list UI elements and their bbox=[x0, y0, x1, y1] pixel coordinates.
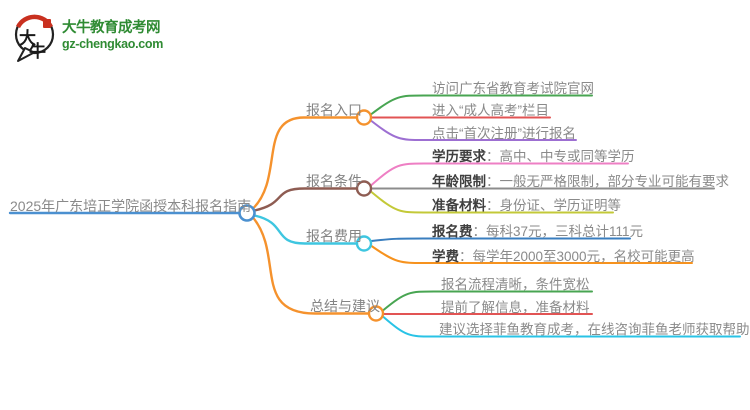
leaf-label: 报名流程清晰，条件宽松 bbox=[441, 273, 590, 293]
branch-circle-conditions[interactable] bbox=[355, 180, 373, 197]
leaf-label: 提前了解信息，准备材料 bbox=[441, 296, 590, 316]
leaf-label: 学费：每学年2000至3000元，名校可能更高 bbox=[432, 245, 695, 265]
logo-subtitle: gz-chengkao.com bbox=[62, 37, 164, 51]
leaf-label: 建议选择菲鱼教育成考，在线咨询菲鱼老师获取帮助 bbox=[439, 318, 750, 338]
leaf-line bbox=[370, 162, 629, 186]
root-node-circle[interactable] bbox=[238, 204, 256, 222]
leaf-bold: 学费 bbox=[432, 248, 459, 264]
leaf-label: 准备材料：身份证、学历证明等 bbox=[432, 194, 621, 214]
leaf-text: ：高中、中专或同等学历 bbox=[486, 149, 635, 164]
leaf-line bbox=[382, 316, 741, 338]
logo-mark-char2: 牛 bbox=[29, 41, 46, 61]
branch-label-fees: 报名费用 bbox=[306, 228, 362, 244]
leaf-text: 点击“首次注册”进行报名 bbox=[432, 125, 576, 141]
branch-circle-summary[interactable] bbox=[367, 305, 385, 322]
leaf-label: 报名费：每科37元，三科总计111元 bbox=[432, 220, 643, 240]
logo-text: 大牛教育成考网 gz-chengkao.com bbox=[62, 20, 163, 51]
branch-label-conditions: 报名条件 bbox=[306, 173, 362, 189]
branch-circle-entry[interactable] bbox=[355, 109, 373, 126]
leaf-label: 年龄限制：一般无严格限制，部分专业可能有要求 bbox=[432, 170, 729, 190]
leaf-text: ：每科37元，三科总计111元 bbox=[472, 224, 644, 239]
leaf-bold: 学历要求 bbox=[432, 149, 486, 164]
leaf-text: ：每学年2000至3000元，名校可能更高 bbox=[459, 248, 695, 264]
root-node-label: 2025年广东培正学院函授本科报名指南 bbox=[10, 197, 252, 214]
logo-bubble-tail bbox=[17, 47, 35, 62]
leaf-label: 学历要求：高中、中专或同等学历 bbox=[432, 145, 635, 165]
branch-label-summary: 总结与建议 bbox=[310, 298, 380, 314]
leaf-line bbox=[370, 120, 577, 141]
leaf-text: 建议选择菲鱼教育成考，在线咨询菲鱼老师获取帮助 bbox=[439, 322, 750, 337]
leaf-line bbox=[370, 191, 614, 214]
leaf-label: 进入“成人高考”栏目 bbox=[432, 99, 549, 119]
leaf-bold: 报名费 bbox=[432, 224, 473, 239]
branch-line-conditions bbox=[253, 187, 358, 212]
branch-circle-fees[interactable] bbox=[355, 235, 373, 252]
leaf-bold: 年龄限制 bbox=[432, 174, 486, 189]
leaf-text: 进入“成人高考”栏目 bbox=[432, 103, 549, 118]
branch-line-entry bbox=[251, 116, 358, 210]
leaf-bold: 准备材料 bbox=[432, 198, 486, 213]
logo-seal-icon bbox=[43, 19, 51, 28]
leaf-text: ：身份证、学历证明等 bbox=[486, 198, 621, 213]
logo-bubble-icon: 大 牛 bbox=[14, 14, 55, 62]
branch-line-fees bbox=[253, 214, 358, 245]
leaf-line bbox=[382, 290, 593, 311]
site-logo[interactable]: 大 牛 大牛教育成考网 gz-chengkao.com bbox=[12, 12, 232, 64]
logo-title: 大牛教育成考网 bbox=[62, 20, 161, 36]
leaf-line bbox=[370, 94, 593, 115]
branch-line-summary bbox=[251, 216, 370, 315]
leaf-line bbox=[370, 245, 693, 264]
branch-label-entry: 报名入口 bbox=[306, 102, 362, 118]
leaf-text: 提前了解信息，准备材料 bbox=[441, 299, 590, 315]
leaf-text: 报名流程清晰，条件宽松 bbox=[441, 277, 590, 292]
leaf-label: 访问广东省教育考试院官网 bbox=[432, 77, 594, 97]
leaf-text: 访问广东省教育考试院官网 bbox=[432, 81, 594, 96]
leaf-text: ：一般无严格限制，部分专业可能有要求 bbox=[486, 174, 729, 189]
leaf-line bbox=[370, 237, 631, 242]
logo-mark-char1: 大 bbox=[19, 28, 36, 48]
leaf-label: 点击“首次注册”进行报名 bbox=[432, 122, 576, 142]
